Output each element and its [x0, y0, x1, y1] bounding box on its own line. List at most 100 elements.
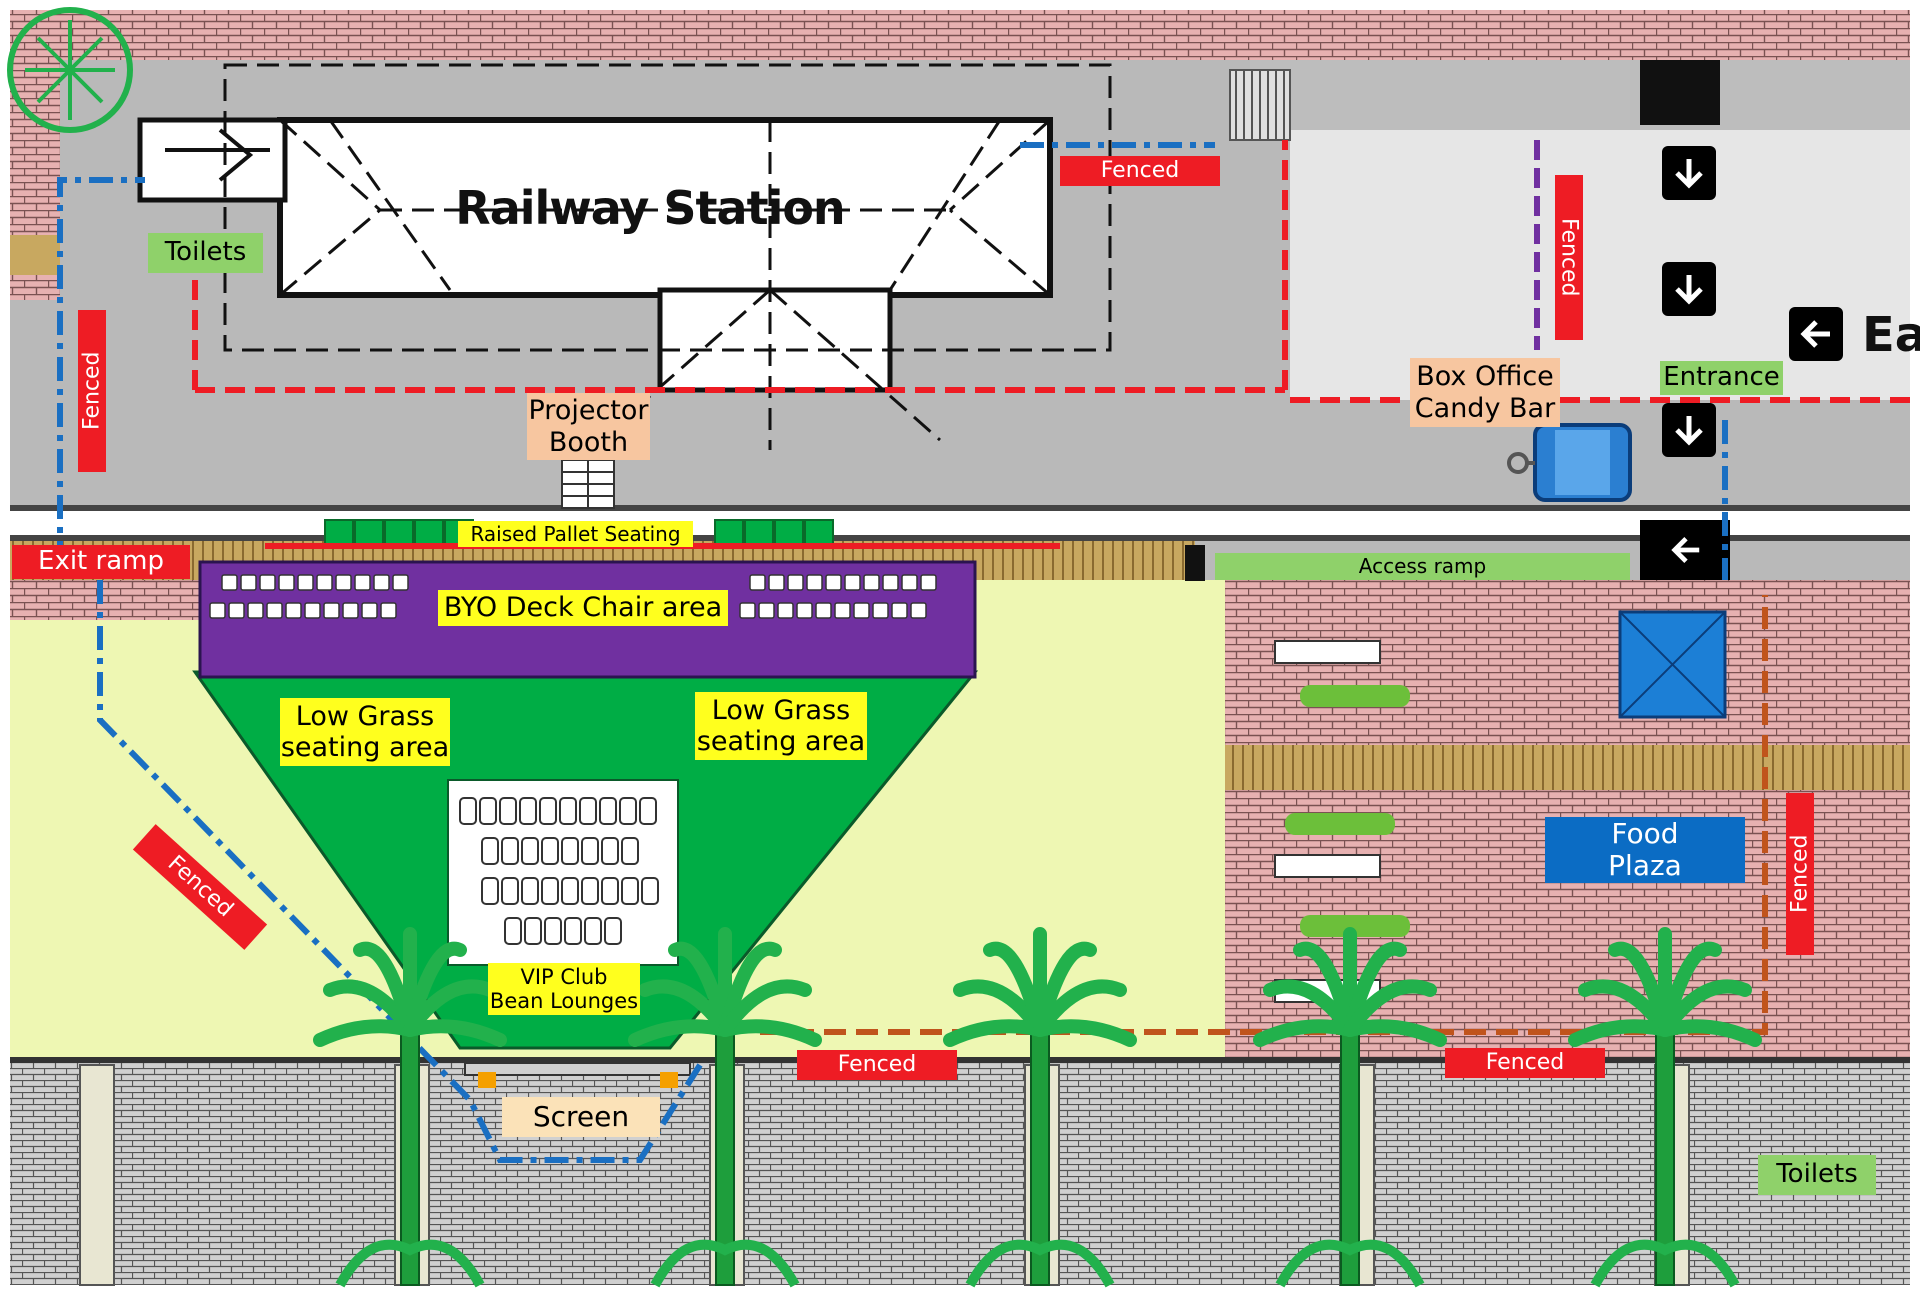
fenced-label-top: Fenced — [1060, 156, 1220, 186]
deck-chair — [844, 574, 861, 591]
vip-club-label: VIP Club Bean Lounges — [488, 963, 640, 1015]
deck-chair — [882, 574, 899, 591]
deck-chairs — [209, 574, 937, 619]
arrow-left-icon — [1789, 307, 1843, 361]
low-grass-label-right: Low Grass seating area — [695, 692, 867, 760]
deck-chair — [806, 574, 823, 591]
boundary-wall — [10, 1060, 1910, 1285]
bean-lounge — [519, 797, 537, 825]
deck-chair — [285, 602, 302, 619]
deck-chair — [392, 574, 409, 591]
palm-tree-icon — [1568, 927, 1762, 1288]
bean-lounge — [539, 797, 557, 825]
bean-lounge — [544, 917, 562, 945]
palm-tree-icon — [313, 927, 507, 1288]
fence-red-station — [192, 140, 1910, 403]
deck-chair — [304, 602, 321, 619]
bean-lounges — [459, 797, 659, 945]
fenced-label-station: Fenced — [1555, 175, 1583, 340]
toilets-label-top: Toilets — [148, 233, 263, 273]
deck-chair — [910, 602, 927, 619]
deck-chair — [342, 602, 359, 619]
deck-chair — [316, 574, 333, 591]
byo-deck-chair-label: BYO Deck Chair area — [438, 590, 728, 626]
fenced-label-bottom-right: Fenced — [1445, 1048, 1605, 1078]
bean-lounge — [579, 797, 597, 825]
arrow-left-icon — [1663, 525, 1709, 575]
deck-chair — [825, 574, 842, 591]
bean-lounge — [521, 877, 539, 905]
deck-chair — [739, 602, 756, 619]
arrow-down-icon — [1662, 262, 1716, 316]
deck-chair — [863, 574, 880, 591]
bean-lounge — [581, 837, 599, 865]
fence-blue-left — [57, 177, 145, 565]
bean-lounge — [541, 837, 559, 865]
screen-label: Screen — [502, 1097, 660, 1137]
fenced-label-bottom-mid: Fenced — [797, 1050, 957, 1080]
deck-chair — [891, 602, 908, 619]
box-office-label: Box Office Candy Bar — [1410, 358, 1560, 427]
bean-lounge — [621, 837, 639, 865]
bean-lounge — [504, 917, 522, 945]
deck-chair — [749, 574, 766, 591]
deck-chair — [796, 602, 813, 619]
deck-chair — [853, 602, 870, 619]
deck-chair — [278, 574, 295, 591]
bean-lounge — [481, 837, 499, 865]
deck-chair — [380, 602, 397, 619]
deck-chair — [354, 574, 371, 591]
projector-booth-label: Projector Booth — [527, 393, 650, 460]
deck-chair — [920, 574, 937, 591]
deck-chair — [777, 602, 794, 619]
access-ramp-label: Access ramp — [1358, 554, 1487, 578]
station-name: Railway Station — [455, 180, 845, 235]
deck-chair — [228, 602, 245, 619]
deck-chair — [323, 602, 340, 619]
palm-tree-icon — [1253, 927, 1447, 1288]
bean-lounge — [524, 917, 542, 945]
deck-chair — [335, 574, 352, 591]
fence-blue-exit — [97, 580, 703, 1163]
deck-chair — [373, 574, 390, 591]
bean-lounge — [561, 837, 579, 865]
deck-chair — [259, 574, 276, 591]
bean-lounge — [621, 877, 639, 905]
low-grass-label-left: Low Grass seating area — [280, 698, 450, 766]
deck-chair — [361, 602, 378, 619]
cropped-edge-text: Ea — [1862, 307, 1920, 364]
entrance-label: Entrance — [1660, 361, 1783, 395]
deck-chair — [297, 574, 314, 591]
bean-lounge — [641, 877, 659, 905]
exit-ramp-label: Exit ramp — [12, 545, 190, 579]
deck-chair — [247, 602, 264, 619]
screen-structure — [464, 1062, 691, 1076]
projector-booth — [561, 459, 615, 509]
deck-chair — [758, 602, 775, 619]
bean-lounge — [584, 917, 602, 945]
bean-lounge — [501, 877, 519, 905]
bean-lounge — [601, 877, 619, 905]
deck-chair — [815, 602, 832, 619]
raised-pallet-seating-label: Raised Pallet Seating — [458, 521, 693, 547]
bean-lounge — [499, 797, 517, 825]
bean-lounge — [639, 797, 657, 825]
marquee-tent-icon — [1618, 610, 1727, 719]
deck-chair — [768, 574, 785, 591]
bean-lounge — [459, 797, 477, 825]
fenced-label-left: Fenced — [78, 310, 106, 472]
station-building — [137, 63, 1112, 450]
bean-lounge — [521, 837, 539, 865]
bean-lounge — [479, 797, 497, 825]
deck-chair — [221, 574, 238, 591]
bean-lounge — [599, 797, 617, 825]
palm-trees — [313, 927, 1762, 1288]
fenced-label-plaza: Fenced — [1786, 793, 1814, 955]
bean-lounge — [541, 877, 559, 905]
access-ramp — [1215, 553, 1630, 580]
bean-lounge — [561, 877, 579, 905]
food-truck-icon — [1507, 423, 1632, 502]
bean-lounge — [559, 797, 577, 825]
deck-chair — [209, 602, 226, 619]
